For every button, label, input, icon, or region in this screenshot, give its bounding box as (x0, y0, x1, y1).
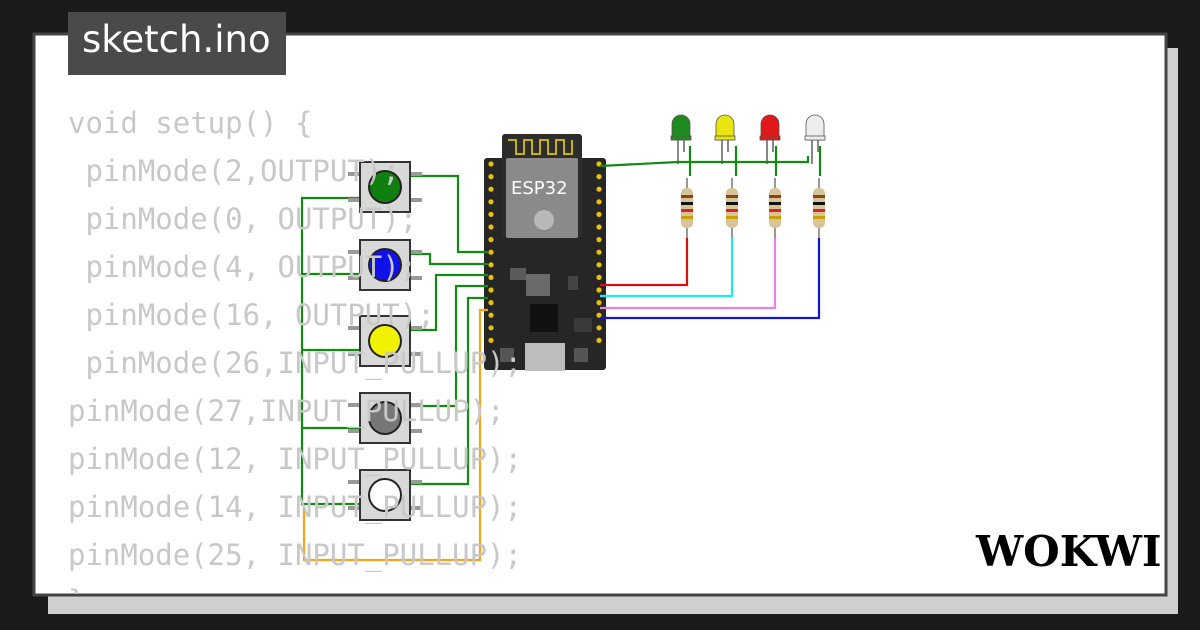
led-red[interactable] (759, 114, 781, 164)
pushbutton-white[interactable] (348, 469, 422, 521)
code-line: } (68, 584, 85, 594)
wire[interactable] (410, 284, 488, 408)
board-label: ESP32 (511, 178, 568, 199)
wire[interactable] (599, 156, 810, 168)
wire[interactable] (600, 238, 689, 287)
esp32-pin-headers (488, 161, 602, 343)
code-line: pinMode(0, OUTPUT); (68, 202, 418, 236)
wire[interactable] (410, 273, 488, 332)
esp32-board[interactable]: ESP32 (484, 134, 606, 371)
resistor-group (681, 178, 825, 238)
title-tab[interactable] (68, 12, 286, 75)
code-line: pinMode(12, INPUT_PULLUP); (68, 442, 522, 476)
code-line: pinMode(14, INPUT_PULLUP); (68, 490, 522, 524)
resistor[interactable] (681, 178, 693, 238)
wire[interactable] (600, 238, 777, 310)
sketch-filename: sketch.ino (82, 18, 271, 61)
resistor[interactable] (726, 178, 738, 238)
wire[interactable] (302, 308, 488, 562)
code-line: pinMode(16, OUTPUT); (68, 298, 435, 332)
wire[interactable] (410, 174, 488, 254)
led-white[interactable] (804, 114, 826, 164)
wire[interactable] (600, 238, 734, 298)
wire[interactable] (600, 238, 821, 320)
resistor[interactable] (813, 178, 825, 238)
wire[interactable] (410, 296, 488, 486)
pushbutton-gray[interactable] (348, 392, 422, 444)
code-line: pinMode(25, INPUT_PULLUP); (68, 538, 522, 572)
led-yellow[interactable] (714, 114, 736, 164)
wire-group (300, 146, 822, 562)
pushbutton-green[interactable] (348, 161, 422, 213)
led-group (670, 114, 826, 164)
code-line: pinMode(4, OUTPUT); (68, 250, 418, 284)
pushbutton-yellow[interactable] (348, 315, 422, 367)
wokwi-logo: WOKWI (975, 527, 1162, 576)
code-line: pinMode(26,INPUT_PULLUP); (68, 346, 522, 380)
button-group (348, 161, 422, 521)
pushbutton-blue[interactable] (348, 239, 422, 291)
resistor[interactable] (769, 178, 781, 238)
code-line: void setup() { (68, 106, 313, 140)
led-green[interactable] (670, 114, 692, 164)
code-line: pinMode(2,OUTPUT); (68, 154, 400, 188)
code-line: pinMode(27,INPUT_PULLUP); (68, 394, 505, 428)
